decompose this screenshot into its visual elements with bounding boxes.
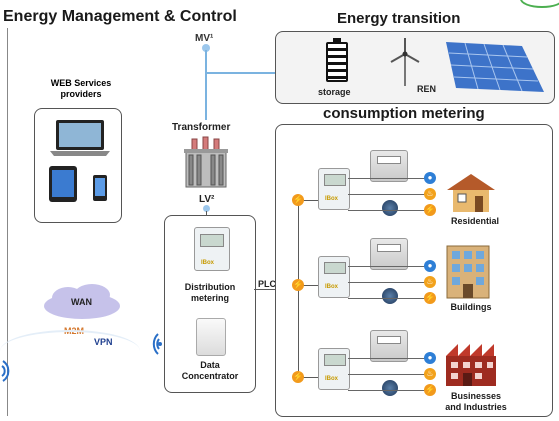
gas-meter-residential bbox=[370, 150, 408, 182]
plc-branch-1 bbox=[298, 200, 318, 201]
lv-line bbox=[206, 211, 207, 216]
link-residential-3 bbox=[348, 210, 428, 211]
battery-icon bbox=[326, 38, 348, 82]
vpn-link bbox=[0, 330, 140, 372]
mv-vertical bbox=[205, 50, 207, 120]
gas-flame-icon-residential: ♨ bbox=[424, 188, 436, 200]
consumer-label-buildings: Buildings bbox=[450, 302, 492, 312]
ibox-label: IBox bbox=[325, 196, 339, 202]
ibox-label: IBox bbox=[325, 284, 339, 290]
transformer-label: Transformer bbox=[172, 122, 231, 133]
apartment-building-icon bbox=[446, 245, 490, 299]
plc-bolt-icon-1: ⚡ bbox=[292, 194, 304, 206]
link-businesses-2 bbox=[348, 374, 428, 375]
plc-branch-2 bbox=[298, 285, 318, 286]
electric-bolt-icon-businesses: ⚡ bbox=[424, 384, 436, 396]
link-buildings-2 bbox=[348, 282, 428, 283]
web-services-label: WEB Services providers bbox=[50, 78, 112, 99]
laptop-icon bbox=[50, 120, 110, 156]
gas-flame-icon-businesses: ♨ bbox=[424, 368, 436, 380]
electric-bolt-icon-buildings: ⚡ bbox=[424, 292, 436, 304]
page-title: Energy Management & Control bbox=[3, 8, 237, 25]
plc-bolt-icon-3: ⚡ bbox=[292, 371, 304, 383]
wan-label: WAN bbox=[71, 297, 92, 307]
gas-flame-icon-buildings: ♨ bbox=[424, 276, 436, 288]
frame-line bbox=[7, 28, 8, 416]
energy-transition-title: Energy transition bbox=[337, 10, 461, 27]
distribution-metering-label: Distribution metering bbox=[184, 282, 236, 303]
wind-turbine-icon bbox=[390, 38, 420, 86]
water-drop-icon-businesses: ● bbox=[424, 352, 436, 364]
gas-meter-businesses bbox=[370, 330, 408, 362]
gas-meter-buildings bbox=[370, 238, 408, 270]
wireless-signal-icon bbox=[152, 333, 162, 355]
water-meter-buildings bbox=[382, 288, 398, 304]
tablet-icon bbox=[49, 166, 77, 202]
plc-branch-3 bbox=[298, 377, 318, 378]
ren-label: REN bbox=[417, 84, 437, 94]
link-buildings-1 bbox=[348, 266, 428, 267]
water-drop-icon-buildings: ● bbox=[424, 260, 436, 272]
link-businesses-1 bbox=[348, 358, 428, 359]
factory-icon bbox=[446, 344, 496, 386]
lv-node bbox=[203, 205, 210, 212]
transformer-icon bbox=[184, 136, 228, 188]
ibox-meter-residential: IBox bbox=[318, 168, 350, 210]
wireless-signal-left-icon bbox=[1, 360, 10, 382]
solar-panel-icon bbox=[446, 42, 544, 92]
distribution-ibox-label: IBox bbox=[201, 260, 215, 266]
link-businesses-3 bbox=[348, 390, 428, 391]
ibox-meter-businesses: IBox bbox=[318, 348, 350, 390]
house-icon bbox=[447, 174, 495, 212]
distribution-meter-icon: IBox bbox=[194, 227, 230, 271]
smartphone-icon bbox=[93, 175, 107, 201]
mv-label: MV¹ bbox=[195, 33, 214, 44]
water-meter-residential bbox=[382, 200, 398, 216]
consumption-metering-title: consumption metering bbox=[323, 105, 485, 122]
data-concentrator-label: Data Concentrator bbox=[181, 360, 239, 381]
link-buildings-3 bbox=[348, 298, 428, 299]
link-residential-1 bbox=[348, 178, 428, 179]
plc-bolt-icon-2: ⚡ bbox=[292, 279, 304, 291]
data-concentrator-icon bbox=[196, 318, 226, 356]
link-residential-2 bbox=[348, 194, 428, 195]
plc-label: PLC bbox=[258, 279, 276, 289]
ibox-label: IBox bbox=[325, 376, 339, 382]
wan-cloud-icon bbox=[44, 284, 120, 319]
consumer-label-businesses: Businesses and Industries bbox=[445, 391, 507, 412]
lv-label: LV² bbox=[199, 194, 215, 205]
water-drop-icon-residential: ● bbox=[424, 172, 436, 184]
ibox-meter-buildings: IBox bbox=[318, 256, 350, 298]
electric-bolt-icon-residential: ⚡ bbox=[424, 204, 436, 216]
consumer-label-residential: Residential bbox=[450, 216, 499, 226]
mv-horizontal bbox=[206, 72, 276, 74]
mv-node bbox=[202, 44, 210, 52]
storage-label: storage bbox=[318, 87, 351, 97]
water-meter-businesses bbox=[382, 380, 398, 396]
corner-leaf-icon bbox=[520, 0, 559, 8]
